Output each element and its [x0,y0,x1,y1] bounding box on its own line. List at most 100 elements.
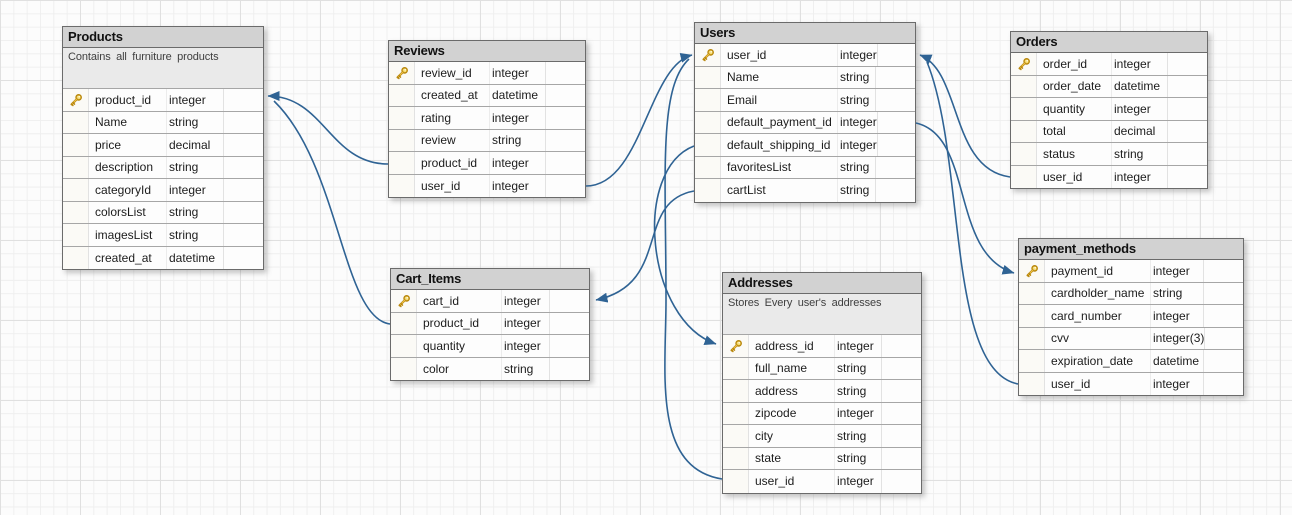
field-row-quantity[interactable]: quantity integer [391,335,589,358]
relationship-arrow-payment_methods-user_id-to-users[interactable] [926,61,1019,385]
key-column-spacer [389,152,415,174]
field-name: product_id [423,316,480,331]
relationship-arrow-users-default_shipping_id-to-addresses[interactable] [653,145,717,345]
row-tail-cell [1167,143,1207,165]
field-type: datetime [489,84,545,106]
field-name: quantity [423,338,466,353]
table-title[interactable]: Users [695,23,915,44]
relationship-arrow-reviews-user_id-to-users[interactable] [585,52,693,187]
relationship-arrow-addresses-user_id-to-users[interactable] [664,58,723,480]
table-title[interactable]: Products [63,27,263,48]
field-name: favoritesList [727,160,792,175]
relationship-arrow-orders-user_id-to-users[interactable] [919,54,1011,178]
field-name: description [95,160,154,175]
field-type: integer [837,134,877,156]
field-type: string [166,201,223,223]
table-title[interactable]: Orders [1011,32,1207,53]
row-tail-cell [1204,327,1244,349]
table-title[interactable]: Addresses [723,273,921,294]
field-name: user_id [755,474,795,489]
field-name: color [423,361,450,376]
field-type: integer [501,335,549,357]
relationship-arrow-cart_items-product_id-to-products[interactable] [273,100,391,325]
relationship-arrow-reviews-product_id-to-products[interactable] [267,91,389,165]
relationship-arrow-users-cartlist-to-cart_items[interactable] [595,190,695,303]
row-tail-cell [875,66,915,88]
relationship-arrow-users-default_payment_id-to-payment_methods[interactable] [915,122,1015,275]
field-name: address [755,383,798,398]
row-tail-cell [881,380,921,402]
field-name: full_name [755,361,808,376]
primary-key-icon [695,44,721,66]
table-addresses[interactable]: Addresses Stores Every user's addresses … [722,272,922,494]
field-name: zipcode [755,406,797,421]
row-tail-cell [223,224,263,246]
field-type: integer [837,44,877,66]
field-type: integer [1111,165,1167,188]
field-name: status [1043,146,1076,161]
row-tail-cell [881,357,921,379]
table-products[interactable]: Products Contains all furniture products… [62,26,264,270]
table-title[interactable]: Cart_Items [391,269,589,290]
field-name: user_id [421,178,461,193]
field-type: integer [166,179,223,201]
primary-key-icon [1011,53,1037,75]
key-column-spacer [63,224,89,246]
row-tail-cell [223,89,263,111]
table-title[interactable]: payment_methods [1019,239,1243,260]
field-name: Name [95,115,128,130]
table-title[interactable]: Reviews [389,41,585,62]
